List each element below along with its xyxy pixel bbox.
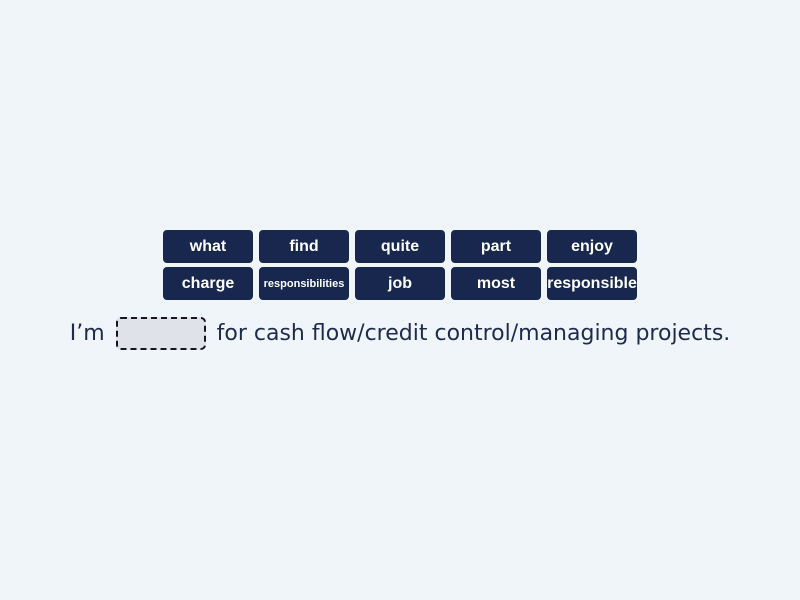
sentence-prefix: I’m <box>69 321 105 346</box>
word-tile[interactable]: find <box>259 230 349 263</box>
word-tile[interactable]: job <box>355 267 445 300</box>
word-tile[interactable]: charge <box>163 267 253 300</box>
word-tile[interactable]: responsibilities <box>259 267 349 300</box>
sentence-suffix: for cash flow/credit control/managing pr… <box>216 321 731 346</box>
word-tile[interactable]: quite <box>355 230 445 263</box>
word-tile[interactable]: enjoy <box>547 230 637 263</box>
word-tile[interactable]: most <box>451 267 541 300</box>
sentence: I’m for cash flow/credit control/managin… <box>0 317 800 350</box>
word-bank: what find quite part enjoy charge respon… <box>163 230 637 300</box>
word-tile[interactable]: part <box>451 230 541 263</box>
word-tile[interactable]: what <box>163 230 253 263</box>
answer-blank[interactable] <box>115 317 206 350</box>
word-tile[interactable]: responsible <box>547 267 637 300</box>
